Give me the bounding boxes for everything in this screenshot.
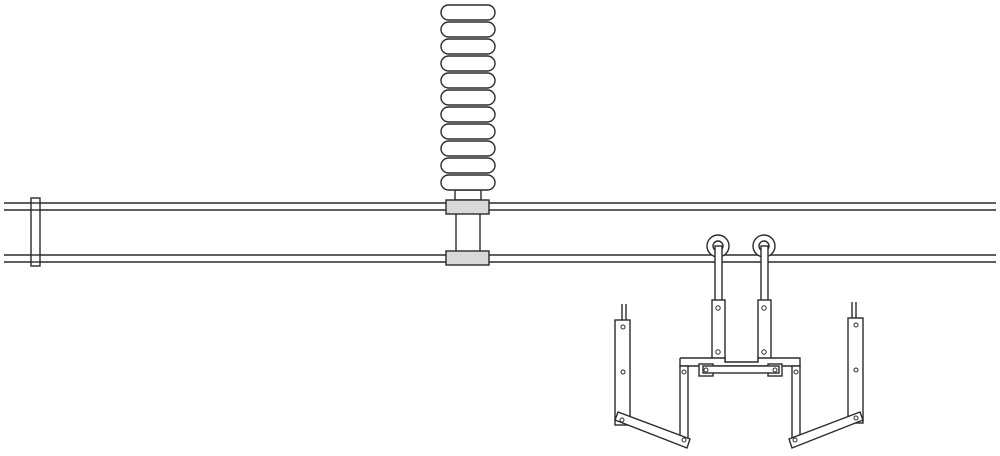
insulator-stack (441, 5, 495, 200)
spacer-clamp (31, 198, 40, 266)
upper-conductor (4, 203, 996, 210)
hanging-arm (712, 246, 771, 362)
insulator-clamp (446, 200, 489, 265)
mechanical-linkage-frame (615, 302, 863, 448)
lower-conductor (4, 255, 996, 262)
